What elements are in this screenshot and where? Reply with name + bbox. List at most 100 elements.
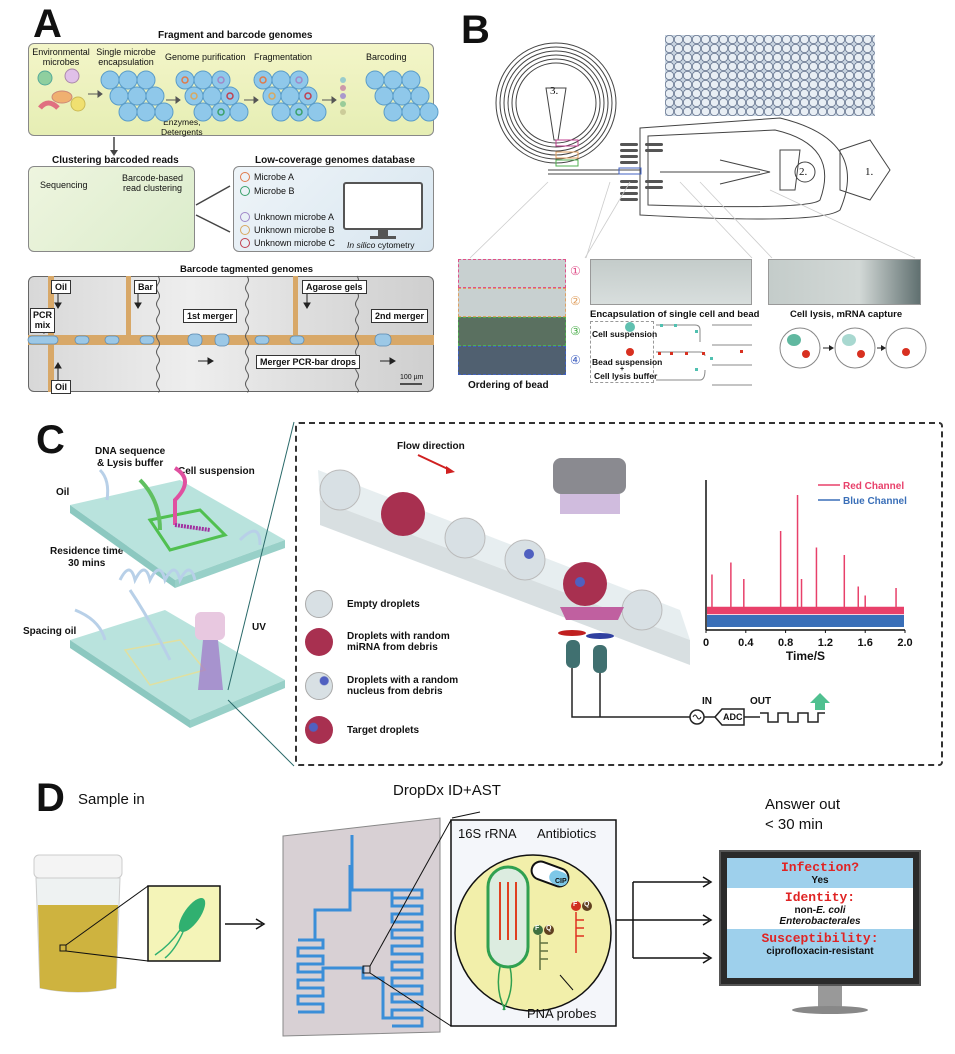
order-marker-3: ③	[570, 324, 581, 338]
nucleus-droplet-icon	[305, 672, 333, 700]
circuit-in-label: IN	[702, 696, 712, 707]
chip-number-2: 2.	[799, 166, 808, 178]
identity-question: Identity:	[784, 890, 856, 905]
identity-answer-line1: non-E. coli	[794, 905, 846, 916]
circle-icon	[240, 225, 250, 235]
tag-oil-top: Oil	[51, 280, 72, 294]
panel-label-a: A	[33, 2, 62, 46]
cytometry-label: In silico cytometry	[347, 240, 415, 250]
tagmented-chip-image	[28, 276, 434, 392]
tag-oil-bottom: Oil	[51, 380, 72, 394]
encapsulation-diagram	[590, 321, 654, 383]
caption-lysis: Cell lysis, mRNA capture	[790, 309, 903, 320]
susceptibility-answer: ciprofloxacin-resistant	[766, 946, 874, 957]
panel-label-d: D	[36, 776, 65, 820]
section-title-database: Low-coverage genomes database	[255, 155, 416, 166]
result-monitor: Infection? Yes Identity: non-E. coli Ent…	[719, 850, 921, 986]
circuit-out-label: OUT	[750, 696, 772, 707]
infection-answer: Yes	[811, 875, 829, 886]
enzymes-label: Enzymes,Detergents	[161, 117, 203, 137]
dna-sequence-label: DNA sequence& Lysis buffer	[95, 446, 166, 469]
cell-suspension-label: Cell suspension	[592, 329, 658, 339]
x-tick-label: 2.0	[897, 637, 912, 649]
bead-ordering-images	[458, 259, 566, 375]
circle-icon	[240, 212, 250, 222]
susceptibility-question: Susceptibility:	[761, 931, 879, 946]
sample-in-label: Sample in	[78, 791, 145, 808]
susceptibility-row: Susceptibility: ciprofloxacin-resistant	[727, 929, 913, 978]
tag-merger-1: 1st merger	[183, 309, 238, 323]
db-item: Unknown microbe B	[240, 225, 335, 235]
db-item: Microbe B	[240, 186, 295, 196]
red-channel-band	[707, 606, 904, 615]
cytometry-monitor-stand	[378, 230, 388, 236]
section-title-tagmented: Barcode tagmented genomes	[180, 264, 314, 275]
cytometry-monitor-base	[370, 236, 396, 239]
c-oil-label: Oil	[56, 487, 70, 498]
db-item: Microbe A	[240, 172, 294, 182]
probe-q-green: Q	[546, 925, 552, 932]
caption-ordering: Ordering of bead	[468, 380, 549, 391]
target-droplet-icon	[305, 716, 333, 744]
plus-label: +	[620, 366, 625, 373]
probe-f-green: F	[535, 925, 540, 932]
mirna-droplet-icon	[305, 628, 333, 656]
monitor-screen: Infection? Yes Identity: non-E. coli Ent…	[727, 858, 913, 978]
cell-lysis-buffer-label: Cell lysis buffer	[594, 371, 658, 381]
pna-probes-label: PNA probes	[527, 1006, 597, 1021]
probe-f-red: F	[573, 901, 578, 908]
caption-encapsulation: Encapsulation of single cell and bead	[590, 309, 760, 320]
order-marker-2: ②	[570, 294, 581, 308]
spacing-oil-label: Spacing oil	[23, 626, 77, 637]
circuit-adc-label: ADC	[723, 712, 743, 722]
encapsulation-image	[590, 259, 752, 305]
x-axis-label: Time/S	[786, 649, 825, 663]
sequencing-label: Sequencing	[40, 180, 88, 190]
tag-bar: Bar	[134, 280, 158, 294]
legend-item-target: Target droplets	[305, 716, 419, 744]
clustering-box	[28, 166, 195, 252]
order-marker-4: ④	[570, 353, 581, 367]
microbe-icons	[37, 68, 86, 112]
empty-droplet-icon	[305, 590, 333, 618]
bead-order-frame-2	[458, 288, 566, 317]
cip-label: CIP	[555, 878, 567, 885]
c-cell-suspension-label: Cell suspension	[178, 466, 255, 477]
x-tick-label: 0	[703, 637, 709, 649]
x-tick-label: 0.8	[778, 637, 793, 649]
chip-number-1: 1.	[865, 166, 874, 178]
order-marker-1: ①	[570, 264, 581, 278]
legend-item-empty: Empty droplets	[305, 590, 420, 618]
circle-icon	[240, 238, 250, 248]
section-title-clustering: Clustering barcoded reads	[52, 155, 179, 166]
blue-channel-band	[707, 615, 904, 627]
chip-number-3: 3.	[550, 85, 559, 97]
detection-zoom-box	[295, 422, 943, 766]
droplet-array-image	[665, 35, 875, 116]
db-item: Unknown microbe A	[240, 212, 334, 222]
cytometry-monitor-icon	[343, 182, 423, 230]
bead-order-frame-4	[458, 346, 566, 375]
identity-row: Identity: non-E. coli Enterobacterales	[727, 888, 913, 929]
circle-icon	[240, 172, 250, 182]
panel-label-c: C	[36, 418, 65, 462]
step-purification: Genome purification	[165, 52, 246, 62]
step-barcoding: Barcoding	[366, 52, 407, 62]
bead-suspension-label: Bead suspension	[592, 357, 663, 367]
lysis-image	[768, 259, 921, 305]
db-item: Unknown microbe C	[240, 238, 335, 248]
probe-q-red: Q	[584, 901, 590, 908]
dropdx-label: DropDx ID+AST	[393, 782, 501, 799]
tag-merger-drops: Merger PCR-bar drops	[256, 355, 361, 369]
